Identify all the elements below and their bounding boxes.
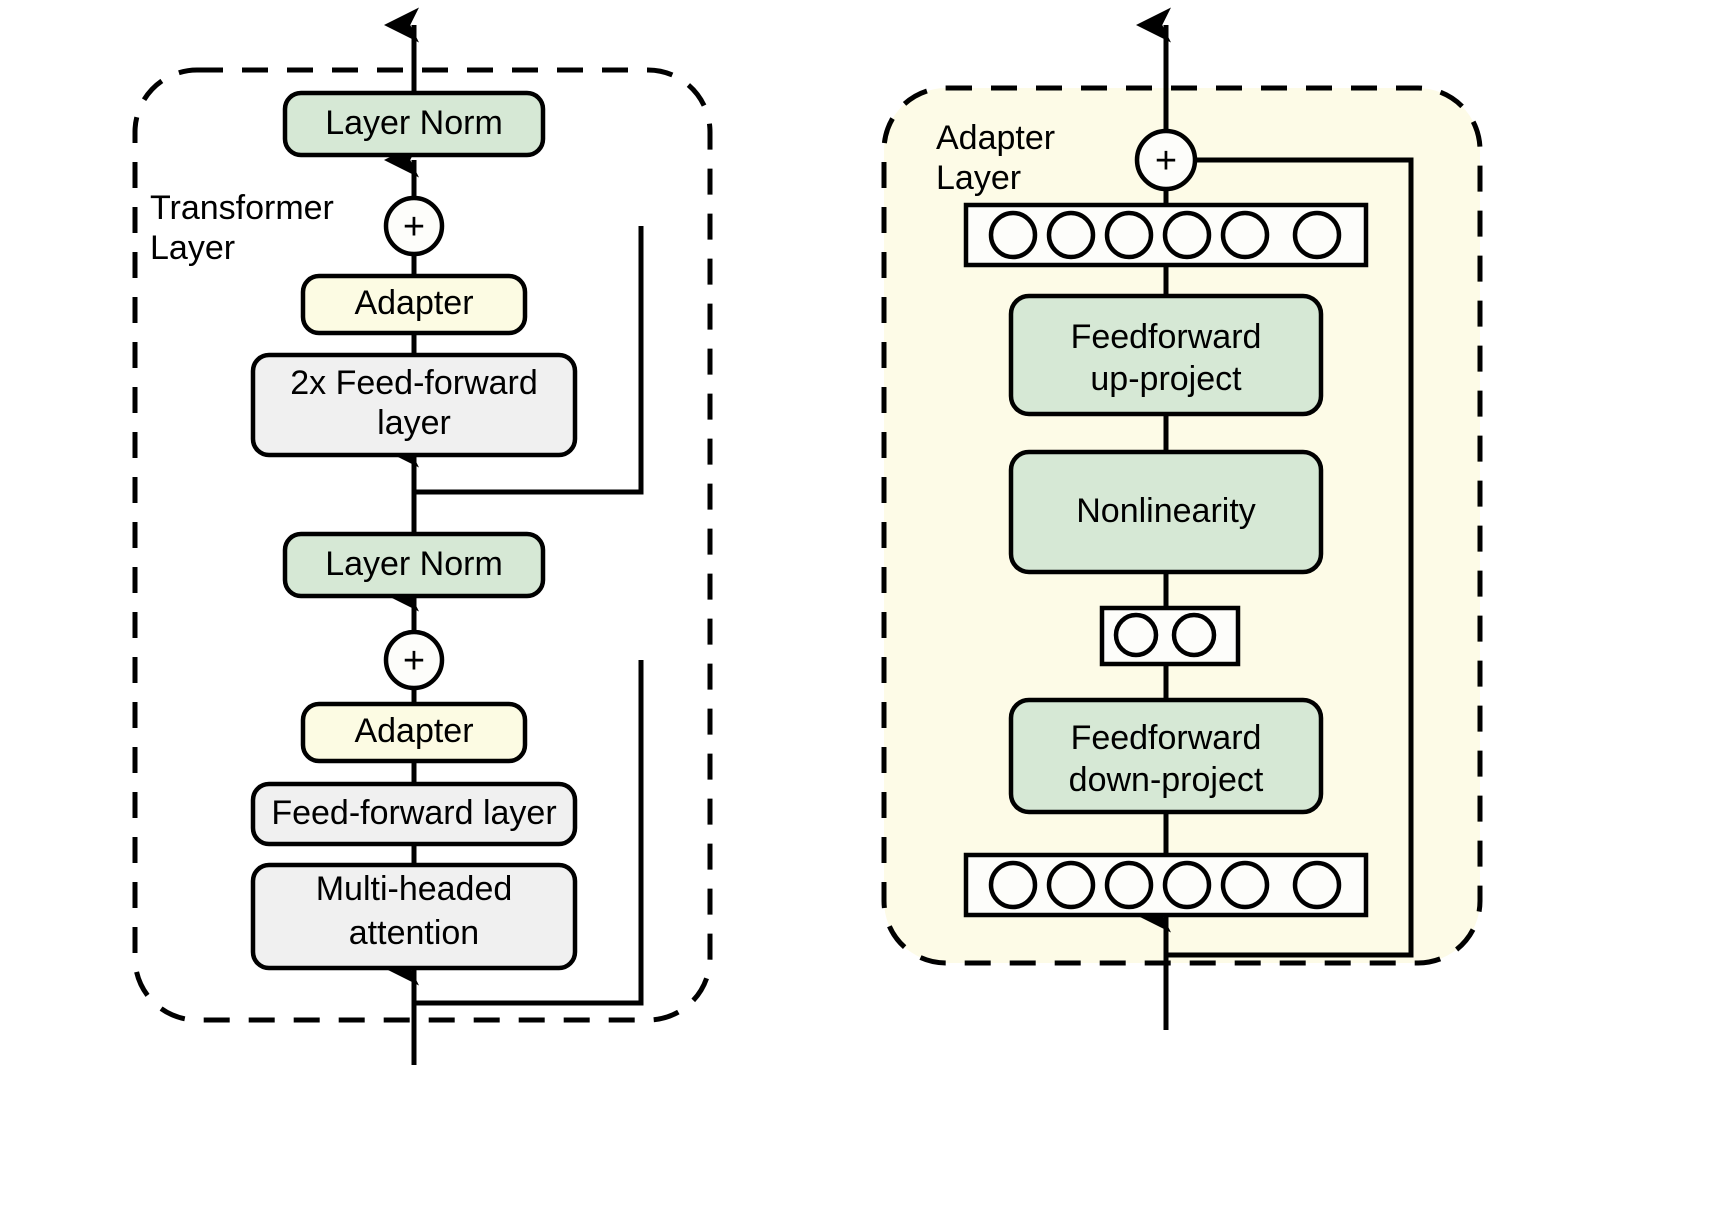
feed-forward-2x-label-line2: layer: [377, 404, 451, 442]
input-units-row[interactable]: [963, 852, 1369, 918]
transformer-layer-group-label: Transformer Layer: [150, 189, 334, 268]
output-units-row[interactable]: [963, 202, 1369, 268]
block-feed-forward-layer[interactable]: Feed-forward layer: [250, 781, 578, 847]
block-adapter-top[interactable]: Adapter: [300, 273, 528, 336]
sum-node-bottom[interactable]: +: [383, 629, 445, 691]
wire-adapter-residual: [1166, 157, 1414, 958]
adapter-bottom-label: Adapter: [354, 712, 473, 750]
feedforward-down-project-label-line1: Feedforward: [1071, 719, 1262, 757]
bottleneck-units-row[interactable]: [1099, 605, 1241, 667]
plus-icon-top: +: [403, 206, 425, 248]
block-multi-headed-attention[interactable]: Multi-headed attention: [250, 862, 578, 971]
sum-node-top[interactable]: +: [383, 195, 445, 257]
adapter-layer-group-label: Adapter Layer: [936, 119, 1056, 198]
block-layer-norm-bottom[interactable]: Layer Norm: [282, 531, 546, 599]
block-feed-forward-2x[interactable]: 2x Feed-forward layer: [250, 352, 578, 458]
layer-norm-top-label: Layer Norm: [325, 104, 503, 142]
feedforward-up-project-label-line1: Feedforward: [1071, 318, 1262, 356]
transformer-layer-boundary: [132, 67, 713, 1023]
feedforward-up-project-label-line2: up-project: [1090, 360, 1242, 398]
sum-node-adapter[interactable]: +: [1134, 128, 1198, 192]
block-nonlinearity[interactable]: Nonlinearity: [1008, 449, 1324, 575]
multi-headed-attention-label-line2: attention: [349, 914, 479, 952]
feed-forward-layer-label: Feed-forward layer: [271, 794, 556, 832]
plus-icon-bottom: +: [403, 640, 425, 682]
block-adapter-bottom[interactable]: Adapter: [300, 701, 528, 764]
feedforward-down-project-label-line2: down-project: [1069, 761, 1264, 799]
adapter-top-label: Adapter: [354, 284, 473, 322]
wire-residual-top: [414, 226, 644, 495]
layer-norm-bottom-label: Layer Norm: [325, 545, 503, 583]
nonlinearity-label: Nonlinearity: [1076, 492, 1256, 530]
block-feedforward-down-project[interactable]: Feedforward down-project: [1008, 697, 1324, 815]
block-feedforward-up-project[interactable]: Feedforward up-project: [1008, 293, 1324, 417]
wire-residual-bottom: [414, 660, 644, 1006]
feed-forward-2x-label-line1: 2x Feed-forward: [290, 364, 538, 402]
multi-headed-attention-label-line1: Multi-headed: [316, 870, 513, 908]
plus-icon-adapter: +: [1155, 140, 1177, 182]
block-layer-norm-top[interactable]: Layer Norm: [282, 90, 546, 158]
